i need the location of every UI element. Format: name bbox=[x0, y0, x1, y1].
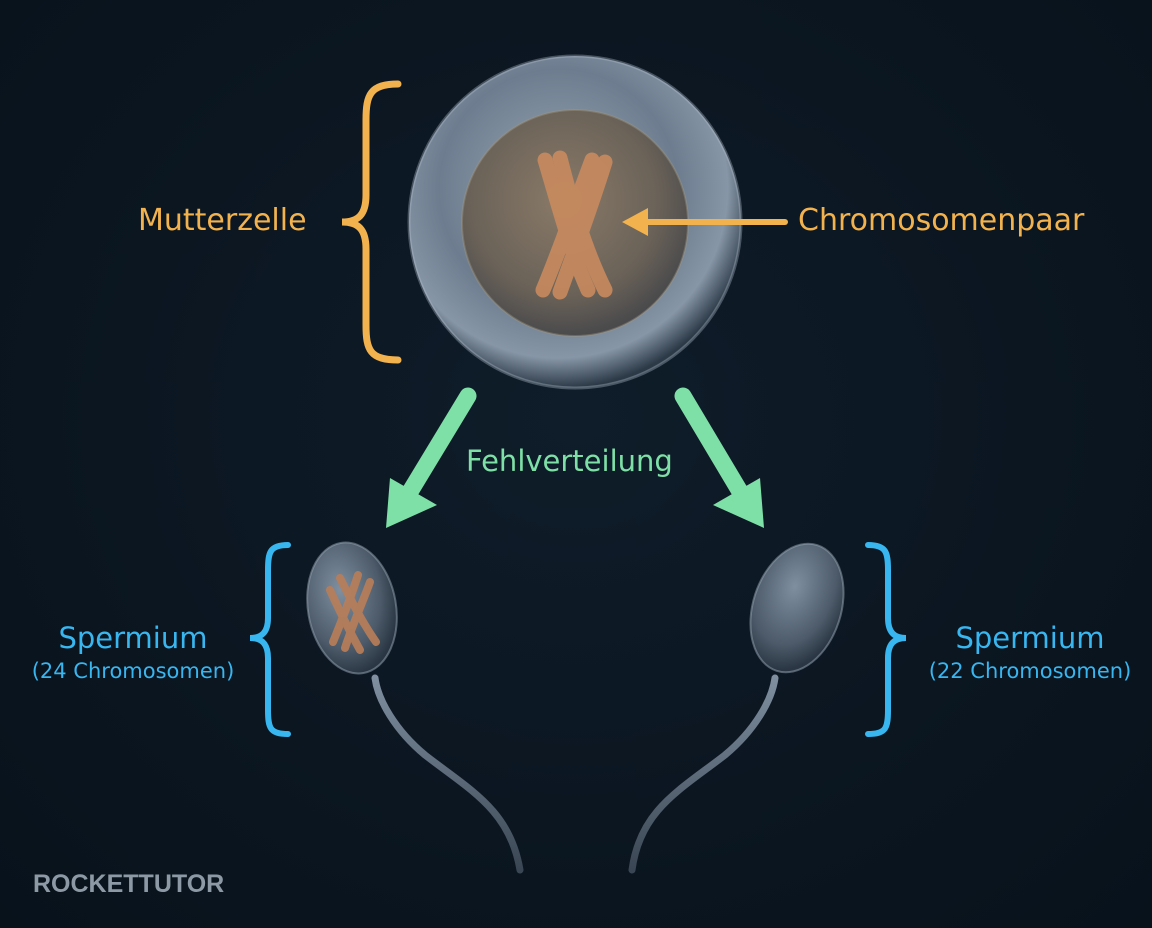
sperm-left-name: Spermium bbox=[58, 621, 208, 655]
sperm-right-bracket bbox=[865, 542, 907, 737]
sperm-left-tail bbox=[371, 674, 524, 874]
sperm-right-tail bbox=[628, 674, 779, 874]
sperm-right-name: Spermium bbox=[955, 621, 1105, 655]
sperm-left-label: Spermium (24 Chromosomen) bbox=[18, 621, 248, 683]
misdistribution-label: Fehlverteilung bbox=[466, 444, 673, 478]
mother-cell-bracket bbox=[341, 80, 402, 364]
misdistribution-arrow-right bbox=[674, 387, 764, 528]
sperm-right bbox=[628, 542, 845, 874]
mother-cell-label: Mutterzelle bbox=[138, 203, 307, 238]
chromosome-pair bbox=[535, 150, 613, 300]
sperm-right-head bbox=[749, 542, 845, 674]
brand-logo: ROCKETTUTOR bbox=[33, 870, 225, 898]
misdistribution-arrow-left bbox=[386, 387, 477, 528]
sperm-left-chromosomes bbox=[326, 571, 380, 654]
chromosome-pair-label: Chromosomenpaar bbox=[798, 203, 1085, 238]
sperm-left-count: (24 Chromosomen) bbox=[31, 659, 235, 683]
sperm-right-count: (22 Chromosomen) bbox=[928, 659, 1132, 683]
chromosome-pair-arrow bbox=[622, 208, 788, 236]
sperm-left bbox=[306, 541, 524, 874]
sperm-left-bracket bbox=[249, 542, 291, 737]
sperm-right-label: Spermium (22 Chromosomen) bbox=[915, 621, 1145, 683]
